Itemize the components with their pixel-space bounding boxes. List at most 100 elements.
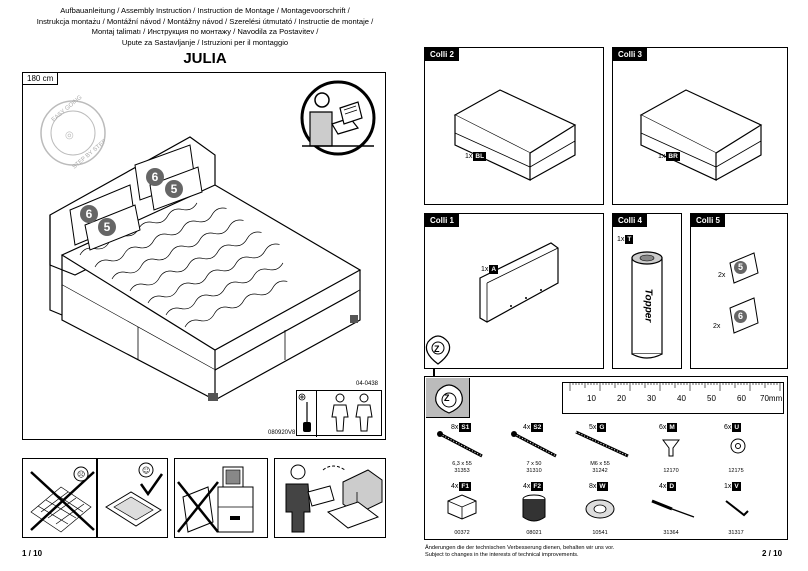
colli-label: Colli 2 (425, 48, 460, 61)
screwdriver-icon (298, 393, 311, 432)
code-label: 04-0438 (356, 381, 379, 387)
hw-code: 08021 (526, 530, 542, 536)
part-badge: D (667, 482, 677, 491)
hw-code: 31310 (526, 468, 542, 474)
colli-qty: 2x (718, 272, 726, 279)
header-line: Montaj talimatı / Инструкция по монтажу … (91, 27, 319, 37)
topper-roll-drawing (631, 251, 663, 359)
qty-text: 8x (451, 424, 459, 431)
pillow-number: 5 (734, 261, 747, 274)
pillow-number: 5 (98, 218, 116, 236)
pillow-number: 6 (146, 168, 164, 186)
header-line: Upute za Sastavljanje / Istruzioni per i… (121, 37, 289, 47)
pillow-number: 6 (734, 310, 747, 323)
part-badge: S2 (531, 423, 544, 432)
hw-size: M6 x 55 (590, 461, 610, 467)
part-badge: U (732, 423, 742, 432)
ruler-label: 10 (587, 394, 596, 403)
qty-text: 4x (451, 483, 459, 490)
qty-text: 1x (617, 236, 625, 243)
part-badge: F1 (459, 482, 471, 491)
product-title: JULIA (183, 50, 227, 67)
colli-5-panel: Colli 5 (690, 213, 788, 369)
qty-text: 6x (659, 424, 667, 431)
header-line: Instrukcja montażu / Montážní návod / Mo… (36, 16, 374, 26)
colli-qty: 2x (713, 323, 721, 330)
hw-size: 6,3 x 55 (452, 461, 472, 467)
bolt-g-icon (575, 430, 629, 458)
qty-text: 1x (465, 153, 473, 160)
hw-code: 12175 (728, 468, 744, 474)
easy-going-stamp-icon: EASY GOING STEP BY STEP ◎ (40, 94, 108, 171)
pillow-number: 6 (80, 205, 98, 223)
qty-text: 1x (481, 266, 489, 273)
hw-size: 7 x 50 (526, 461, 542, 467)
part-badge: S1 (459, 423, 472, 432)
colli-label: Colli 3 (613, 48, 648, 61)
part-badge: W (597, 482, 608, 491)
qty-text: 1x (724, 483, 732, 490)
two-persons-icon (331, 393, 373, 432)
hardware-bag-icon (435, 384, 463, 414)
screw-s1-icon (437, 431, 483, 458)
colli-label: Colli 4 (613, 214, 648, 227)
qty-text: 4x (523, 483, 531, 490)
hw-code: 12170 (663, 468, 679, 474)
hw-code: 10541 (592, 530, 608, 536)
glide-w-icon (585, 499, 615, 519)
topper-label: Topper (642, 288, 654, 323)
part-badge: V (732, 482, 741, 491)
footer-line: Änderungen die der technischen Verbesser… (425, 545, 615, 551)
part-badge: BL (473, 152, 487, 161)
read-instructions-icon (300, 80, 376, 156)
pillow-number: 5 (165, 180, 183, 198)
hw-code: 31364 (663, 530, 679, 536)
ruler-label: 70mm (760, 394, 783, 403)
colli-label: Colli 5 (691, 214, 726, 227)
screw-s2-icon (511, 431, 557, 458)
ruler-label: 40 (677, 394, 686, 403)
svg-text:◎: ◎ (65, 130, 74, 141)
bag-letter: Z (444, 393, 450, 403)
code-label: 080920V8 (268, 430, 296, 436)
ruler-label: 60 (737, 394, 746, 403)
part-badge: T (625, 235, 634, 244)
allen-key-v-icon (725, 500, 749, 517)
hw-code: 31317 (728, 530, 744, 536)
part-badge: M (667, 423, 677, 432)
part-badge: G (597, 423, 607, 432)
footer-line: Subject to changes in the interests of t… (425, 552, 579, 558)
qty-text: 1x (658, 153, 666, 160)
headboard-drawing (479, 242, 559, 323)
page-number: 1 / 10 (22, 549, 43, 558)
size-label: 180 cm (23, 73, 59, 85)
qty-text: 6x (724, 424, 732, 431)
footer-disclaimer: Änderungen die der technischen Verbesser… (425, 545, 614, 559)
foot-f2-icon (522, 494, 546, 522)
colli-label: Colli 1 (425, 214, 460, 227)
ruler-label: 50 (707, 394, 716, 403)
box-spring-left-drawing (453, 89, 577, 181)
svg-text:Z: Z (434, 344, 440, 354)
washer-u-icon (730, 438, 746, 454)
hardware-bag-arrow-icon: Z (425, 335, 451, 390)
boxspring-bed-drawing (49, 136, 362, 401)
qty-text: 8x (589, 483, 597, 490)
qty-text: 5x (589, 424, 597, 431)
drawer-warning-icon (177, 466, 254, 533)
pillows-drawing (729, 252, 759, 334)
part-badge: BR (666, 152, 680, 161)
svg-text:☹: ☹ (77, 470, 85, 479)
hw-code: 31353 (454, 468, 470, 474)
part-badge: A (489, 265, 499, 274)
